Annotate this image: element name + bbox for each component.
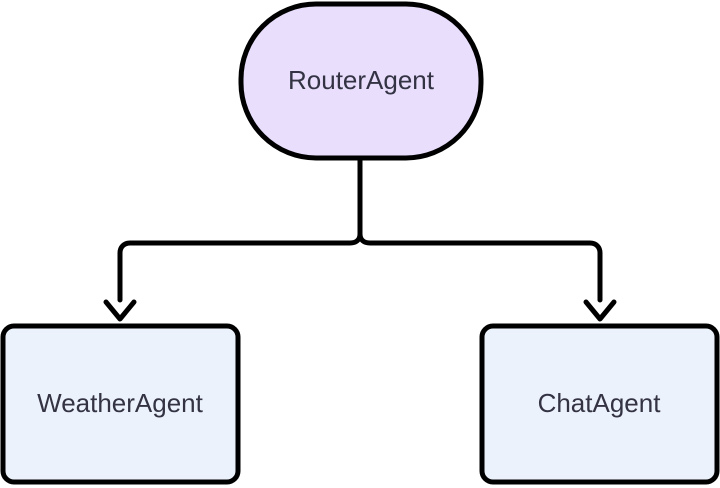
node-router-agent[interactable]: RouterAgent — [238, 1, 484, 161]
node-weather-agent-shape[interactable] — [0, 323, 241, 485]
node-router-agent-shape[interactable] — [238, 1, 484, 161]
arrowhead-chat-icon — [583, 299, 617, 322]
node-weather-agent[interactable]: WeatherAgent — [0, 323, 241, 485]
node-chat-agent-shape[interactable] — [479, 323, 720, 485]
node-weather-agent-label: WeatherAgent — [37, 388, 204, 418]
node-router-agent-label: RouterAgent — [288, 65, 435, 95]
edge-router-to-chat — [357, 155, 603, 303]
edge-group — [103, 155, 617, 322]
edge-router-to-weather — [117, 155, 363, 303]
node-chat-agent[interactable]: ChatAgent — [479, 323, 720, 485]
node-chat-agent-label: ChatAgent — [538, 388, 662, 418]
arrowhead-weather-icon — [103, 299, 137, 322]
